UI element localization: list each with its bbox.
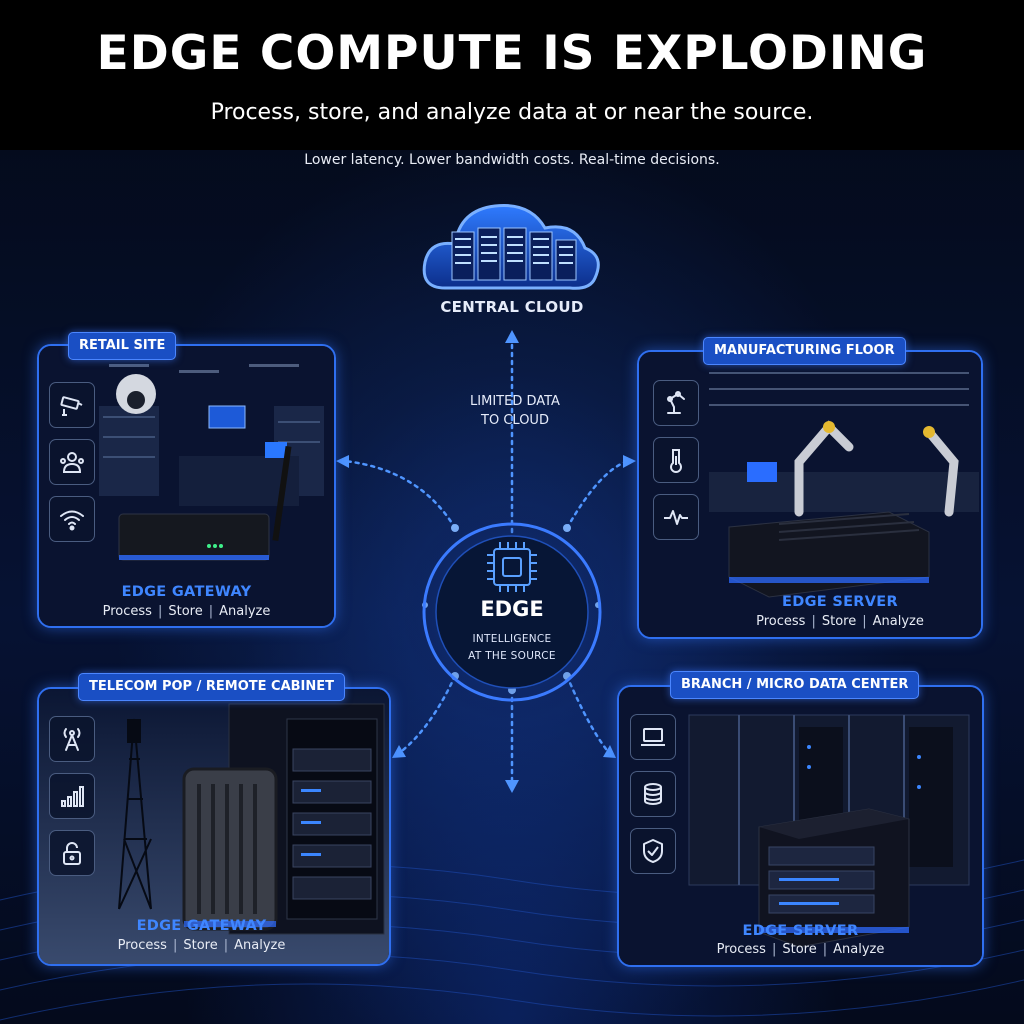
panel-retail-site: EDGE GATEWAY Process|Store|Analyze	[37, 344, 336, 628]
panel-telecom-pop: EDGE GATEWAY Process|Store|Analyze	[37, 687, 391, 966]
capability-analyze: Analyze	[833, 942, 885, 957]
wifi-icon	[49, 496, 95, 542]
manufacturing-capabilities: Process|Store|Analyze	[756, 614, 924, 629]
arrow-manufacturing	[623, 455, 636, 468]
panel-manufacturing-floor: EDGE SERVER Process|Store|Analyze	[637, 350, 983, 639]
arrow-branch	[603, 745, 616, 758]
shield-check-icon	[630, 828, 676, 874]
capability-store: Store	[183, 938, 218, 953]
capability-analyze: Analyze	[872, 614, 924, 629]
hub-subtitle-line1: INTELLIGENCE	[472, 633, 552, 645]
telecom-capabilities: Process|Store|Analyze	[117, 938, 286, 953]
capability-store: Store	[168, 604, 203, 619]
database-icon	[630, 771, 676, 817]
hub-subtitle: INTELLIGENCE AT THE SOURCE	[445, 631, 579, 665]
laptop-icon	[630, 714, 676, 760]
tag-retail-site: RETAIL SITE	[68, 332, 177, 360]
tag-telecom-pop: TELECOM POP / REMOTE CABINET	[78, 673, 346, 701]
branch-capabilities: Process|Store|Analyze	[716, 942, 885, 957]
telecom-device-name: EDGE GATEWAY	[136, 918, 267, 934]
link-label-line1: LIMITED DATA	[470, 394, 560, 409]
pulse-icon	[653, 494, 699, 540]
tagline: Lower latency. Lower bandwidth costs. Re…	[304, 152, 720, 168]
chip-icon	[487, 542, 537, 592]
arrow-down	[505, 780, 519, 793]
lock-icon	[49, 830, 95, 876]
branch-icon-column	[630, 714, 676, 874]
page-title: EDGE COMPUTE IS EXPLODING	[96, 26, 928, 81]
manufacturing-icon-column	[653, 380, 699, 540]
tag-branch-micro-dc: BRANCH / MICRO DATA CENTER	[670, 671, 920, 699]
telecom-icon-column	[49, 716, 95, 876]
page-subtitle: Process, store, and analyze data at or n…	[210, 100, 814, 125]
arrow-retail	[336, 455, 349, 468]
cloud-server-icon	[422, 203, 600, 290]
retail-icon-column	[49, 382, 95, 542]
people-icon	[49, 439, 95, 485]
capability-analyze: Analyze	[219, 604, 271, 619]
signal-bars-icon	[49, 773, 95, 819]
hub-title: EDGE	[480, 597, 544, 621]
branch-scene-illustration	[619, 687, 982, 965]
hub-outer-ring	[422, 522, 602, 702]
thermometer-icon	[653, 437, 699, 483]
retail-device-name: EDGE GATEWAY	[121, 584, 252, 600]
arrow-cloud	[505, 330, 519, 343]
link-to-manufacturing	[565, 459, 630, 530]
retail-capabilities: Process|Store|Analyze	[102, 604, 271, 619]
security-camera-icon	[49, 382, 95, 428]
capability-analyze: Analyze	[234, 938, 286, 953]
capability-process: Process	[756, 614, 806, 629]
antenna-tower-icon	[49, 716, 95, 762]
panel-branch-micro-dc: EDGE SERVER Process|Store|Analyze	[617, 685, 984, 967]
capability-process: Process	[102, 604, 152, 619]
capability-store: Store	[821, 614, 857, 629]
link-to-retail	[343, 459, 457, 530]
robot-arm-icon	[653, 380, 699, 426]
link-label: LIMITED DATA TO CLOUD	[440, 392, 590, 430]
arrow-telecom	[392, 745, 406, 758]
title-banner	[0, 0, 1024, 150]
manufacturing-device-name: EDGE SERVER	[782, 594, 898, 610]
hub-subtitle-line2: AT THE SOURCE	[468, 650, 556, 662]
capability-process: Process	[716, 942, 766, 957]
tag-manufacturing-floor: MANUFACTURING FLOOR	[703, 337, 906, 365]
link-label-line2: TO CLOUD	[481, 413, 549, 428]
capability-store: Store	[782, 942, 817, 957]
telecom-scene-illustration	[39, 689, 389, 964]
branch-device-name: EDGE SERVER	[742, 923, 859, 939]
cloud-label: CENTRAL CLOUD	[440, 298, 584, 316]
capability-process: Process	[117, 938, 167, 953]
